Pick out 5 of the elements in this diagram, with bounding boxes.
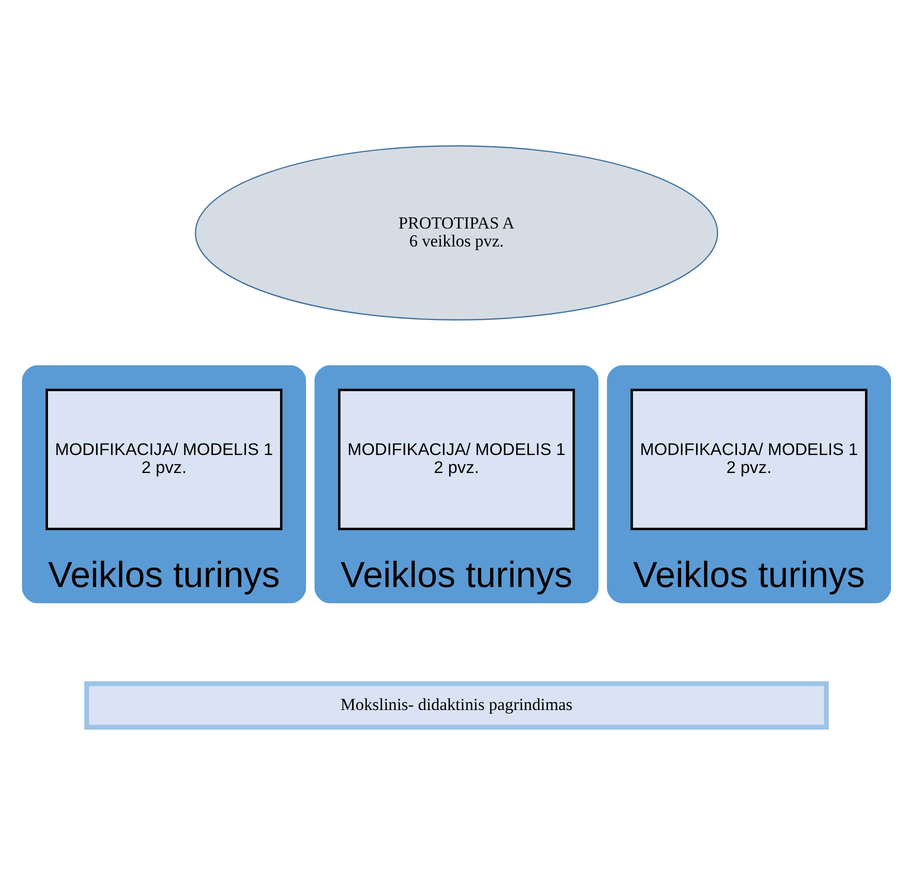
node-box: MODIFIKACIJA/ MODELIS 1 2 pvz. — [630, 388, 868, 530]
node-box: Mokslinis- didaktinis pagrindimas — [84, 680, 829, 730]
node-box: MODIFIKACIJA/ MODELIS 1 2 pvz. — [46, 388, 282, 530]
node-ellipse: PROTOTIPAS A 6 veiklos pvz. — [194, 144, 718, 320]
node-box: MODIFIKACIJA/ MODELIS 1 2 pvz. — [338, 388, 575, 530]
